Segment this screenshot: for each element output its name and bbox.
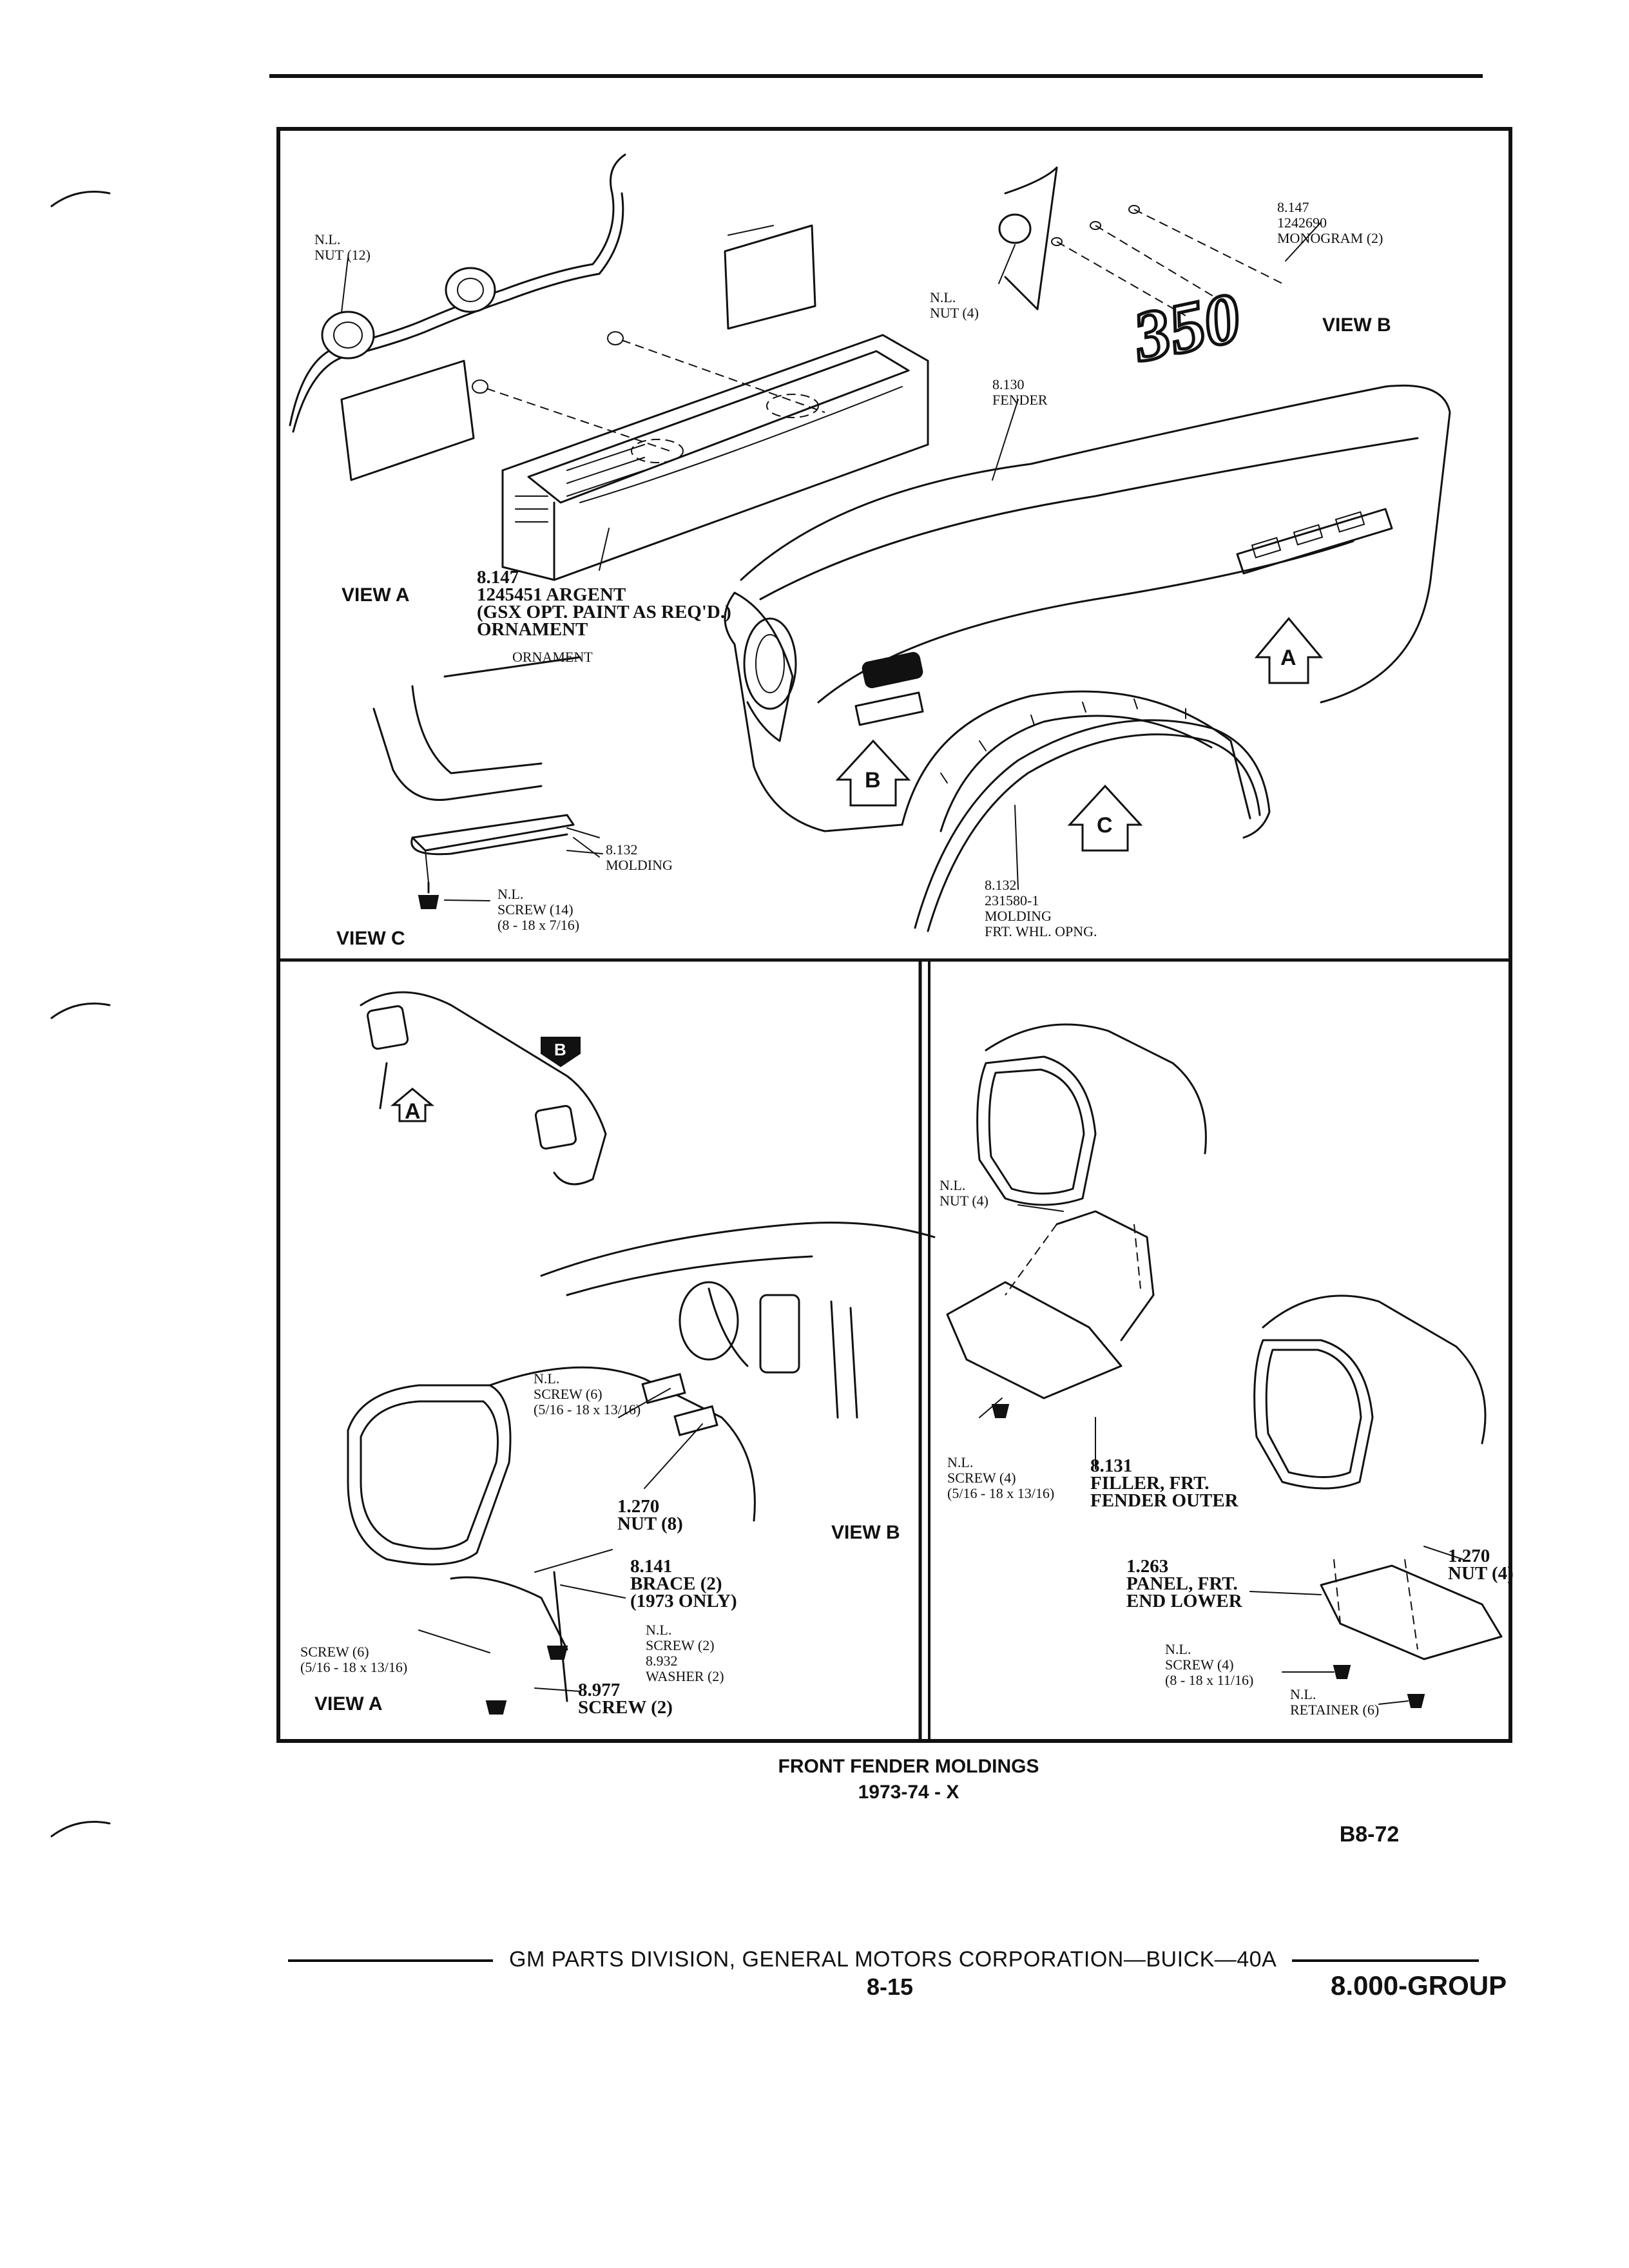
screw-6-lower-label: SCREW (6) (5/16 - 18 x 13/16) bbox=[300, 1644, 408, 1675]
view-b-title-bottom: VIEW B bbox=[831, 1522, 900, 1543]
wheel-molding-label: 8.132 231580-1 MOLDING FRT. WHL. OPNG. bbox=[985, 877, 1097, 939]
view-c-molding-drawing bbox=[372, 656, 603, 909]
view-a-ornament-drawing bbox=[289, 153, 929, 581]
view-c-title: VIEW C bbox=[336, 928, 405, 949]
nut-8-label: 1.270 NUT (8) bbox=[617, 1496, 683, 1534]
view-a-title-bottom: VIEW A bbox=[314, 1693, 383, 1715]
footer-page-number: 8-15 bbox=[867, 1974, 914, 2000]
callout-a-small: A bbox=[390, 1088, 435, 1124]
view-a-title: VIEW A bbox=[342, 584, 410, 606]
screw-6-upper-label: N.L. SCREW (6) (5/16 - 18 x 13/16) bbox=[534, 1370, 641, 1418]
footer-group: 8.000-GROUP bbox=[1331, 1970, 1507, 2001]
margin-mark bbox=[50, 191, 111, 207]
svg-text:A: A bbox=[405, 1099, 421, 1124]
callout-a-arrow: A bbox=[1254, 617, 1324, 684]
ornament-part-label: 8.147 1245451 ARGENT (GSX OPT. PAINT AS … bbox=[477, 567, 731, 640]
footer-division: GM PARTS DIVISION, GENERAL MOTORS CORPOR… bbox=[509, 1947, 1277, 1972]
view-b-monogram-drawing bbox=[998, 166, 1322, 316]
nut-12-label: N.L. NUT (12) bbox=[314, 231, 371, 263]
outer-frame bbox=[276, 127, 1512, 1743]
nut-4-label-bottom: N.L. NUT (4) bbox=[940, 1177, 988, 1209]
screw-8-977-label: 8.977 SCREW (2) bbox=[578, 1680, 673, 1718]
ornament-small-label: ORNAMENT bbox=[512, 649, 593, 665]
margin-mark bbox=[50, 1003, 111, 1019]
figure-subtitle: 1973-74 - X bbox=[858, 1782, 959, 1803]
figure-title: FRONT FENDER MOLDINGS bbox=[778, 1756, 1039, 1777]
retainer-label: N.L. RETAINER (6) bbox=[1290, 1686, 1380, 1718]
front-end-overview-drawing bbox=[360, 991, 607, 1186]
view-a-front-panel-drawing bbox=[347, 1222, 936, 1715]
margin-mark bbox=[50, 1821, 111, 1838]
filler-panel-drawing bbox=[946, 1023, 1503, 1708]
screw-4-label: N.L. SCREW (4) (5/16 - 18 x 13/16) bbox=[947, 1454, 1055, 1501]
header-rule bbox=[269, 74, 1483, 78]
fender-drawing bbox=[724, 384, 1451, 932]
page-code: B8-72 bbox=[1339, 1822, 1400, 1847]
screw-14-label: N.L. SCREW (14) (8 - 18 x 7/16) bbox=[497, 886, 580, 933]
svg-text:B: B bbox=[554, 1040, 566, 1059]
screw-washer-label: N.L. SCREW (2) 8.932 WASHER (2) bbox=[646, 1622, 724, 1684]
svg-text:A: A bbox=[1280, 646, 1296, 670]
footer-rule-left bbox=[288, 1959, 493, 1962]
brace-label: 8.141 BRACE (2) (1973 ONLY) bbox=[630, 1556, 737, 1611]
svg-text:C: C bbox=[1097, 813, 1113, 838]
callout-b-small: B bbox=[541, 1037, 581, 1068]
callout-b-arrow: B bbox=[835, 739, 911, 807]
monogram-label: 8.147 1242690 MONOGRAM (2) bbox=[1277, 199, 1383, 246]
filler-label: 8.131 FILLER, FRT. FENDER OUTER bbox=[1090, 1456, 1239, 1511]
footer-rule-right bbox=[1292, 1959, 1479, 1962]
screw-4-small-label: N.L. SCREW (4) (8 - 18 x 11/16) bbox=[1165, 1641, 1254, 1688]
view-b-title-top: VIEW B bbox=[1322, 314, 1391, 336]
nut-4-label-top: N.L. NUT (4) bbox=[930, 289, 979, 321]
panel-lower-label: 1.263 PANEL, FRT. END LOWER bbox=[1126, 1556, 1242, 1611]
fender-label: 8.130 FENDER bbox=[992, 376, 1048, 408]
nut-4-right-label: 1.270 NUT (4) bbox=[1448, 1546, 1514, 1584]
callout-c-arrow: C bbox=[1067, 784, 1143, 852]
molding-8-132-label: 8.132 MOLDING bbox=[606, 841, 673, 873]
svg-text:B: B bbox=[865, 768, 881, 793]
